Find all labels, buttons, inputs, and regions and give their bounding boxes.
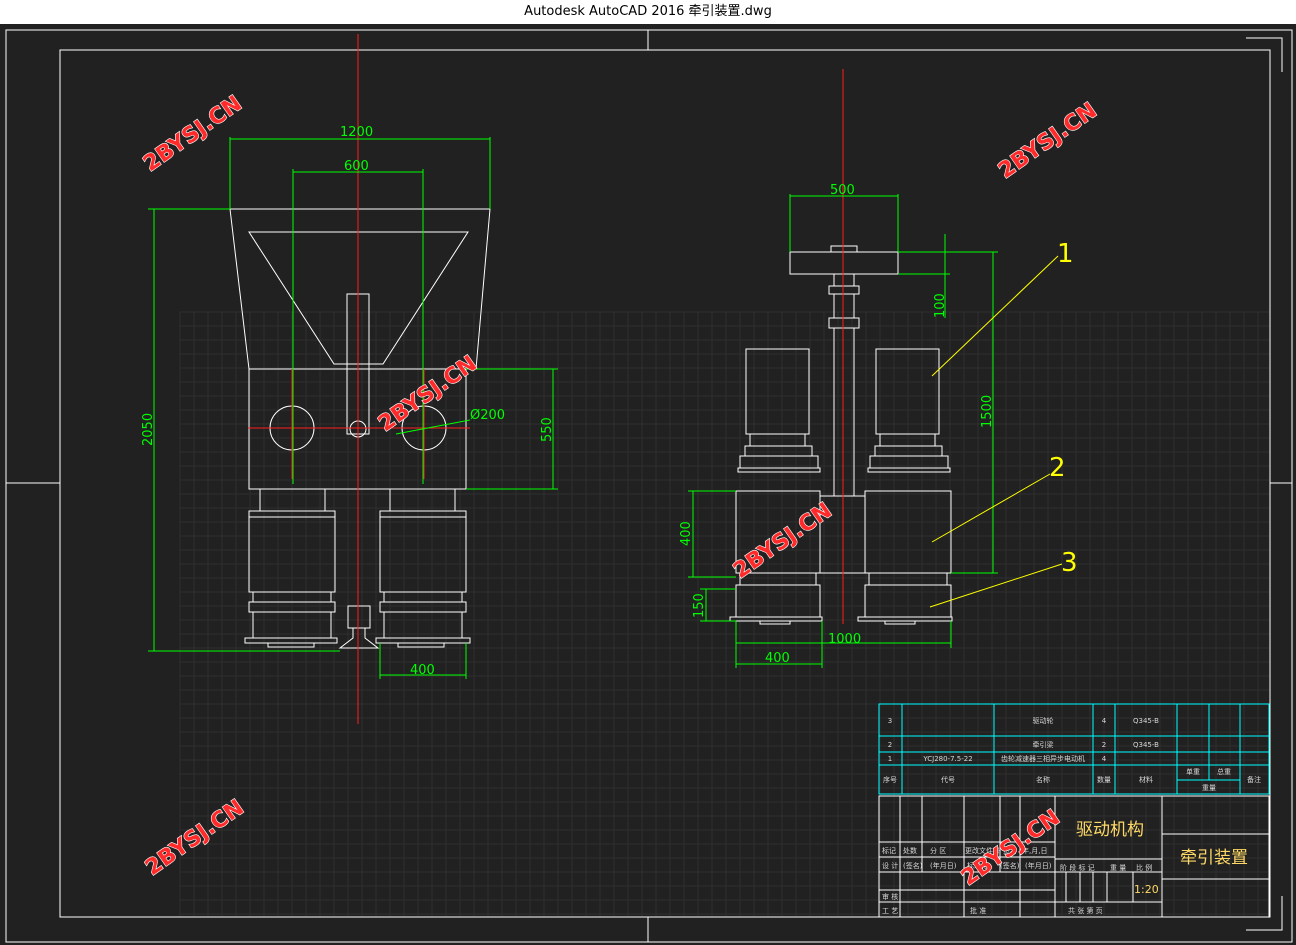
- svg-text:Q345-B: Q345-B: [1133, 717, 1159, 725]
- left-view-dimensions: [148, 137, 558, 679]
- svg-text:数量: 数量: [1097, 775, 1111, 784]
- svg-text:(年月日): (年月日): [930, 861, 957, 870]
- svg-text:签名: 签名: [1003, 846, 1017, 855]
- svg-text:单重: 单重: [1186, 767, 1200, 776]
- left-view-geometry: [229, 208, 491, 649]
- svg-text:1: 1: [888, 755, 892, 763]
- dim-100: 100: [933, 293, 948, 318]
- svg-text:共 张 第 页: 共 张 第 页: [1068, 906, 1103, 915]
- dim-right-400: 400: [765, 651, 790, 666]
- right-view-dimensions: [688, 194, 998, 668]
- balloon-3: 3: [1061, 548, 1078, 578]
- window-title-bar: Autodesk AutoCAD 2016 牵引装置.dwg: [0, 0, 1296, 24]
- svg-text:3: 3: [888, 717, 892, 725]
- svg-text:重量: 重量: [1202, 784, 1216, 792]
- svg-text:处数: 处数: [903, 846, 917, 855]
- svg-text:2: 2: [888, 741, 892, 749]
- svg-text:分 区: 分 区: [930, 846, 946, 855]
- svg-text:代号: 代号: [941, 775, 955, 784]
- drawing-frame: [5, 29, 1293, 943]
- svg-text:4: 4: [1102, 755, 1107, 763]
- dim-400-motor: 400: [679, 521, 694, 546]
- watermark: 2BYSJ.CN: [994, 98, 1102, 184]
- svg-text:(签名): (签名): [1000, 861, 1020, 870]
- svg-text:标准化: 标准化: [967, 861, 988, 870]
- left-view-centerlines: [248, 34, 470, 724]
- svg-text:阶 段 标 记: 阶 段 标 记: [1060, 863, 1095, 872]
- dim-550: 550: [540, 417, 555, 442]
- svg-text:设 计: 设 计: [882, 861, 898, 870]
- svg-text:YCJ280-7.5-22: YCJ280-7.5-22: [922, 755, 972, 763]
- svg-text:总重: 总重: [1217, 767, 1231, 776]
- dim-1500: 1500: [980, 395, 995, 428]
- balloon-2: 2: [1049, 453, 1066, 483]
- svg-text:序号: 序号: [883, 775, 897, 784]
- scale-value: 1:20: [1134, 883, 1159, 896]
- balloon-labels: 1 2 3: [1049, 239, 1078, 578]
- svg-text:牵引梁: 牵引梁: [1033, 740, 1054, 749]
- left-view-dim-texts: 1200 600 2050 550 Ø200 400: [141, 125, 555, 678]
- svg-text:标记: 标记: [882, 846, 896, 855]
- svg-text:比 例: 比 例: [1136, 863, 1152, 872]
- svg-text:(签名): (签名): [903, 861, 923, 870]
- svg-text:齿轮减速器三相异步电动机: 齿轮减速器三相异步电动机: [1001, 754, 1085, 763]
- balloon-1: 1: [1057, 239, 1074, 269]
- svg-text:备注: 备注: [1247, 775, 1261, 784]
- dim-1200: 1200: [340, 125, 373, 140]
- dim-150: 150: [692, 593, 707, 618]
- svg-text:名称: 名称: [1036, 775, 1050, 784]
- svg-text:材料: 材料: [1139, 775, 1153, 784]
- right-view-dim-texts: 500 100 1500 400 150 400 1000: [679, 183, 995, 666]
- dim-500: 500: [830, 183, 855, 198]
- bom-table: [878, 703, 1270, 795]
- drawing-canvas[interactable]: 1200 600 2050 550 Ø200 400: [0, 24, 1296, 945]
- cad-drawing[interactable]: 1200 600 2050 550 Ø200 400: [0, 24, 1296, 945]
- svg-text:更改文件号: 更改文件号: [965, 846, 1000, 855]
- watermark: 2BYSJ.CN: [141, 795, 249, 881]
- svg-text:Q345-B: Q345-B: [1133, 741, 1159, 749]
- balloon-leaders: [929, 255, 1063, 608]
- dim-2050: 2050: [141, 413, 156, 446]
- svg-text:2: 2: [1102, 741, 1106, 749]
- svg-text:年,月,日: 年,月,日: [1022, 846, 1047, 855]
- part-name: 驱动机构: [1076, 820, 1144, 840]
- svg-text:4: 4: [1102, 717, 1107, 725]
- title-block: [878, 795, 1270, 918]
- svg-text:(年月日): (年月日): [1025, 861, 1052, 870]
- svg-text:批 准: 批 准: [970, 906, 986, 915]
- right-view-geometry: [729, 245, 953, 625]
- watermarks: 2BYSJ.CN 2BYSJ.CN 2BYSJ.CN 2BYSJ.CN 2BYS…: [139, 91, 1103, 892]
- svg-text:重 量: 重 量: [1110, 864, 1126, 872]
- assembly-name: 牵引装置: [1180, 848, 1248, 868]
- dim-left-400: 400: [410, 663, 435, 678]
- dim-600: 600: [344, 159, 369, 174]
- title-block-labels: 标记 处数 分 区 更改文件号 签名 年,月,日 设 计 (签名) (年月日) …: [882, 846, 1152, 915]
- svg-text:驱动轮: 驱动轮: [1033, 716, 1054, 725]
- dim-1000: 1000: [828, 632, 861, 647]
- window-title: Autodesk AutoCAD 2016 牵引装置.dwg: [524, 4, 772, 19]
- svg-text:工 艺: 工 艺: [882, 907, 898, 915]
- svg-text:审 核: 审 核: [882, 892, 898, 901]
- bom-texts: 3 驱动轮 4 Q345-B 2 牵引梁 2 Q345-B 1 YCJ280-7…: [883, 716, 1261, 792]
- dim-hole: Ø200: [470, 408, 505, 423]
